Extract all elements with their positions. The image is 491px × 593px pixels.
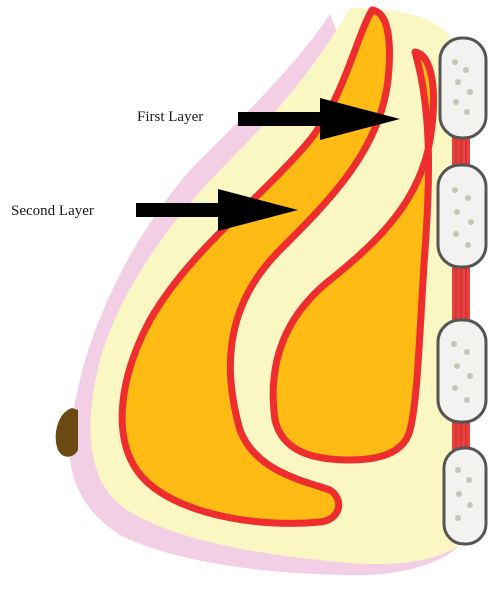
rib-1 <box>440 38 486 138</box>
second-layer-label: Second Layer <box>11 204 94 219</box>
rib-2 <box>438 165 486 267</box>
rib-4 <box>444 448 486 544</box>
first-layer-label: First Layer <box>137 110 203 125</box>
nipple <box>56 408 78 457</box>
rib-3 <box>438 320 486 422</box>
